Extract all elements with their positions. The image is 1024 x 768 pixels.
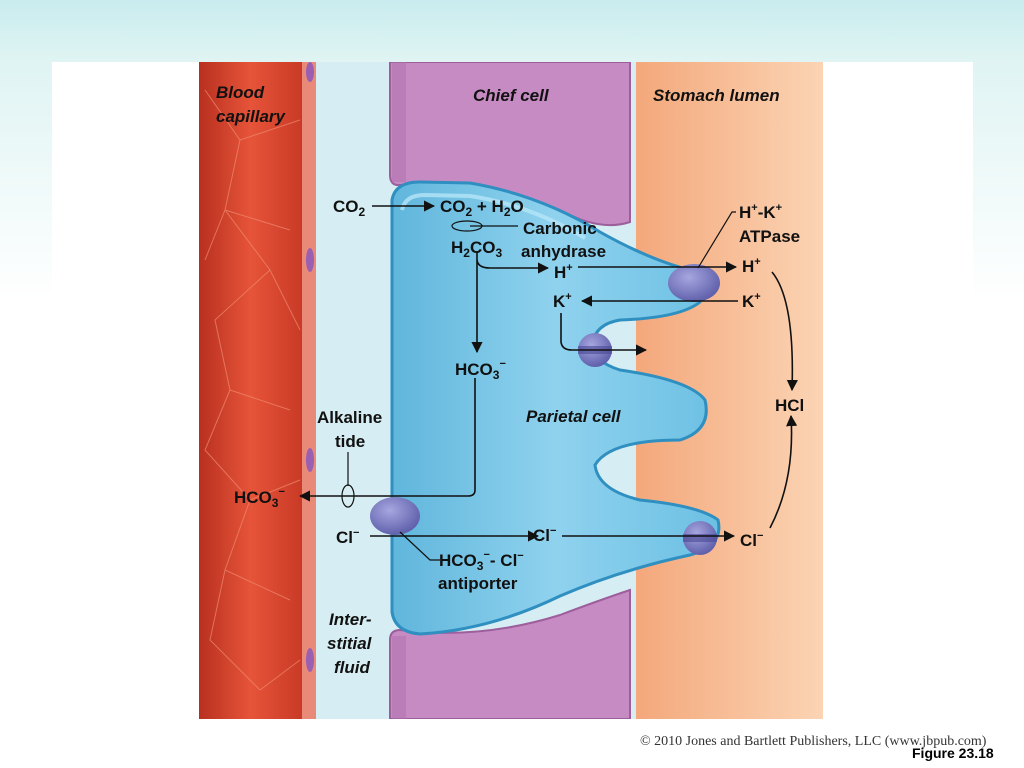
label-co2-blood: CO2 xyxy=(333,197,366,219)
label-k-plus-lumen: K+ xyxy=(742,291,761,311)
label-hcl: HCl xyxy=(775,396,804,415)
parietal-cell-body xyxy=(390,180,721,636)
label-blood-capillary-2: capillary xyxy=(216,107,287,126)
label-hk-atpase-2: ATPase xyxy=(739,227,800,246)
parietal-cell-highlight xyxy=(400,192,587,240)
label-hk-atpase-1: H+-K+ xyxy=(739,202,782,222)
label-blood-capillary-1: Blood xyxy=(216,83,265,102)
copyright-credit: © 2010 Jones and Bartlett Publishers, LL… xyxy=(640,734,987,749)
label-cl-cell: Cl− xyxy=(533,525,556,545)
label-h-plus-cell: H+ xyxy=(554,262,573,282)
chief-cell-bottom xyxy=(389,588,631,719)
label-alkaline-tide-1: Alkaline xyxy=(317,408,382,427)
label-interstitial-2: stitial xyxy=(327,634,373,653)
arrow-cl-to-hcl xyxy=(769,414,798,529)
capillary-wall xyxy=(302,62,316,719)
label-antiporter-1: HCO3−- Cl− xyxy=(439,549,524,573)
leader-lines xyxy=(341,211,736,561)
label-interstitial-3: fluid xyxy=(334,658,370,677)
pathway-arrows xyxy=(298,200,798,542)
label-h-plus-lumen: H+ xyxy=(742,256,761,276)
label-carbonic-anhydrase-1: Carbonic xyxy=(523,219,597,238)
label-parietal-cell: Parietal cell xyxy=(526,407,622,426)
figure-number: Figure 23.18 xyxy=(912,745,994,761)
chief-cell-bottom-band xyxy=(392,636,406,719)
chief-cell-top-band xyxy=(392,62,406,182)
arrow-hco3-out xyxy=(298,378,476,502)
label-cl-interstitial: Cl− xyxy=(336,527,359,547)
label-interstitial-1: Inter- xyxy=(329,610,372,629)
label-chief-cell: Chief cell xyxy=(473,86,550,105)
label-hco3-cell: HCO3− xyxy=(455,358,506,382)
label-hco3-blood: HCO3− xyxy=(234,486,285,510)
arrow-k-recycle xyxy=(560,313,648,356)
label-carbonic-anhydrase-2: anhydrase xyxy=(521,242,606,261)
cl-channel-protein xyxy=(683,521,717,555)
label-h2co3: H2CO3 xyxy=(451,238,502,260)
capillary-wall-nuclei xyxy=(306,62,314,672)
hk-atpase-protein xyxy=(668,264,720,302)
label-co2-h2o: CO2 + H2O xyxy=(440,197,524,219)
label-alkaline-tide-2: tide xyxy=(335,432,365,451)
label-stomach-lumen: Stomach lumen xyxy=(653,86,780,105)
gastric-acid-secretion-diagram: Blood capillary Chief cell Stomach lumen… xyxy=(199,62,823,719)
hco3-cl-antiporter-protein xyxy=(370,497,420,535)
label-antiporter-2: antiporter xyxy=(438,574,518,593)
label-k-plus-cell: K+ xyxy=(553,291,572,311)
capillary-cell-pattern xyxy=(204,89,301,691)
carbonic-anhydrase-marker xyxy=(451,220,483,232)
label-cl-lumen: Cl− xyxy=(740,530,763,550)
arrow-h-to-hcl xyxy=(771,271,798,392)
arrow-h-to-atpase xyxy=(476,259,550,274)
